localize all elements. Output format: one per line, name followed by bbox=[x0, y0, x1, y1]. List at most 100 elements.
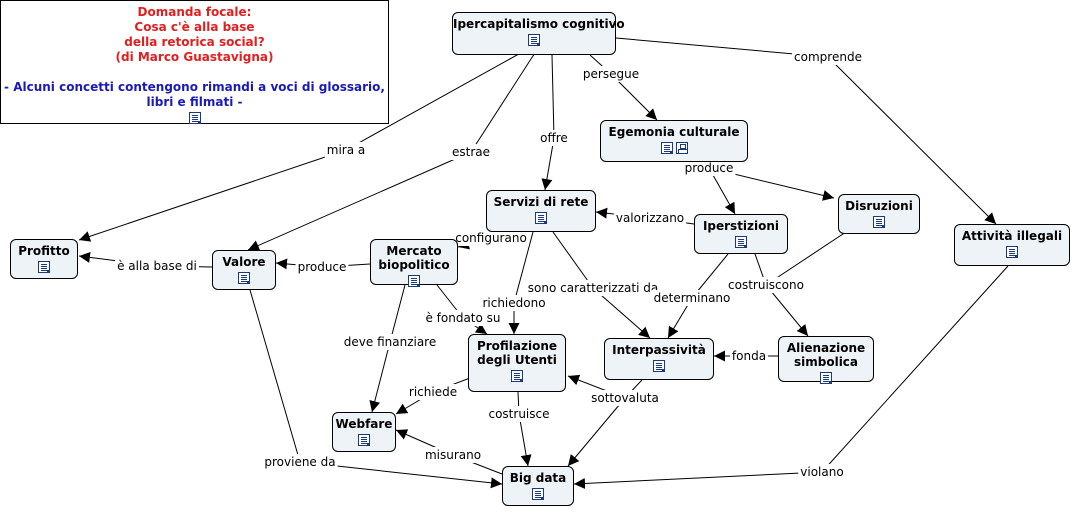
concept-label: Attività illegali bbox=[961, 229, 1063, 243]
link-label-determinano: determinano bbox=[654, 291, 731, 305]
focus-question-box: Domanda focale: Cosa c'è alla base della… bbox=[0, 0, 389, 124]
link-label-bg bbox=[480, 295, 548, 311]
link-label-bg bbox=[729, 348, 769, 364]
link-line-estrae bbox=[470, 44, 541, 153]
link-label-alla_base: è alla base di bbox=[117, 259, 197, 273]
link-line-offre bbox=[551, 54, 555, 139]
doc-icon[interactable] bbox=[1006, 246, 1018, 258]
link-label-sottovaluta: sottovaluta bbox=[591, 391, 659, 405]
link-arrow-deve_fin bbox=[369, 341, 391, 413]
link-label-bg bbox=[651, 290, 733, 306]
link-label-valorizzano: valorizzano bbox=[616, 211, 684, 225]
doc-icon[interactable] bbox=[873, 216, 885, 228]
link-line-proviene_da bbox=[249, 289, 301, 463]
map-icon[interactable] bbox=[675, 142, 688, 154]
doc-icon[interactable] bbox=[653, 360, 665, 372]
link-label-bg bbox=[525, 280, 661, 296]
link-label-costruiscono: costruiscono bbox=[728, 278, 804, 292]
doc-icon[interactable] bbox=[535, 212, 547, 224]
link-label-bg bbox=[792, 49, 864, 65]
doc-icon[interactable] bbox=[238, 272, 250, 284]
link-label-richiede: richiede bbox=[409, 385, 457, 399]
concept-label: Iperstizioni bbox=[702, 219, 780, 233]
concept-node-iper[interactable]: Ipercapitalismo cognitivo bbox=[452, 12, 625, 55]
doc-icon[interactable] bbox=[408, 275, 420, 287]
link-label-bg bbox=[682, 160, 736, 176]
link-arrow-comprende bbox=[827, 56, 997, 225]
link-label-bg bbox=[406, 384, 460, 400]
concept-label: Mercato biopolitico bbox=[378, 244, 450, 272]
link-label-fondato_su: è fondato su bbox=[425, 311, 500, 325]
link-label-persegue: persegue bbox=[583, 67, 639, 81]
concept-label: Webfare bbox=[335, 417, 393, 431]
concept-node-intp[interactable]: Interpassività bbox=[604, 338, 714, 380]
link-label-fonda: fonda bbox=[732, 349, 766, 363]
link-line-richiedono bbox=[513, 231, 534, 304]
concept-node-valo[interactable]: Valore bbox=[212, 250, 276, 290]
link-arrow-violano bbox=[573, 471, 823, 489]
link-label-produce_merc: produce bbox=[298, 260, 347, 274]
link-label-bg bbox=[726, 277, 806, 293]
link-label-deve_fin: deve finanziare bbox=[344, 335, 436, 349]
doc-icon[interactable] bbox=[188, 112, 201, 124]
link-label-proviene_da: proviene da bbox=[264, 455, 335, 469]
doc-icon[interactable] bbox=[735, 236, 747, 248]
concept-node-pute[interactable]: Profilazione degli Utenti bbox=[468, 334, 566, 392]
link-label-bg bbox=[449, 144, 493, 160]
link-arrow-mira_a bbox=[78, 149, 347, 242]
link-label-bg bbox=[422, 447, 484, 463]
link-label-bg bbox=[262, 454, 338, 470]
doc-icon[interactable] bbox=[532, 488, 544, 500]
concept-label: Disruzioni bbox=[845, 199, 913, 213]
concept-label: Valore bbox=[222, 255, 266, 269]
link-line-deve_fin bbox=[389, 284, 406, 343]
concept-node-alie[interactable]: Alienazione simbolica bbox=[778, 336, 874, 384]
link-label-bg bbox=[798, 464, 846, 480]
concept-node-bigd[interactable]: Big data bbox=[502, 466, 574, 506]
doc-icon[interactable] bbox=[38, 261, 50, 273]
link-line-mira_a bbox=[345, 44, 536, 151]
link-label-bg bbox=[115, 258, 199, 274]
concept-label: Alienazione simbolica bbox=[786, 341, 866, 369]
link-arrow-estrae bbox=[247, 151, 472, 251]
doc-icon[interactable] bbox=[358, 434, 370, 446]
concept-node-webf[interactable]: Webfare bbox=[332, 412, 396, 452]
concept-node-merc[interactable]: Mercato biopolitico bbox=[370, 239, 458, 287]
concept-node-disr[interactable]: Disruzioni bbox=[838, 194, 920, 234]
link-label-richiedono: richiedono bbox=[482, 296, 545, 310]
link-label-bg bbox=[486, 406, 552, 422]
concept-label: Big data bbox=[509, 471, 567, 485]
link-arrow-sono_caratt bbox=[592, 287, 651, 339]
link-line-costruiscono bbox=[765, 223, 859, 286]
concept-label: Servizi di rete bbox=[493, 195, 589, 209]
link-label-estrae: estrae bbox=[452, 145, 490, 159]
concept-label: Egemonia culturale bbox=[608, 125, 740, 139]
link-label-produce_egem: produce bbox=[685, 161, 734, 175]
concept-label: Interpassività bbox=[612, 343, 706, 357]
doc-icon[interactable] bbox=[820, 372, 832, 384]
link-label-bg bbox=[423, 310, 503, 326]
doc-icon[interactable] bbox=[511, 370, 523, 382]
link-label-misurano: misurano bbox=[425, 448, 481, 462]
link-arrow-offre bbox=[541, 137, 555, 191]
concept-node-atti[interactable]: Attività illegali bbox=[954, 224, 1070, 266]
link-label-bg bbox=[324, 142, 368, 158]
link-label-bg bbox=[453, 230, 529, 246]
concept-node-serv[interactable]: Servizi di rete bbox=[486, 190, 596, 232]
concept-node-prof[interactable]: Profitto bbox=[10, 239, 78, 279]
link-label-bg bbox=[580, 66, 642, 82]
concept-node-ipst[interactable]: Iperstizioni bbox=[694, 214, 788, 254]
link-arrow-sottovaluta bbox=[567, 397, 626, 467]
link-arrow-costruisce bbox=[518, 413, 532, 467]
doc-icon[interactable] bbox=[528, 34, 540, 46]
concept-label: Profilazione degli Utenti bbox=[476, 339, 558, 367]
concept-label: Profitto bbox=[18, 244, 70, 258]
link-label-bg bbox=[589, 390, 661, 406]
link-label-sono_caratt: sono caratterizzati da bbox=[528, 281, 658, 295]
concept-node-egem[interactable]: Egemonia culturale bbox=[600, 120, 748, 162]
link-label-bg bbox=[341, 334, 439, 350]
link-label-bg bbox=[613, 210, 687, 226]
link-label-offre: offre bbox=[540, 131, 568, 145]
doc-icon[interactable] bbox=[660, 142, 673, 154]
